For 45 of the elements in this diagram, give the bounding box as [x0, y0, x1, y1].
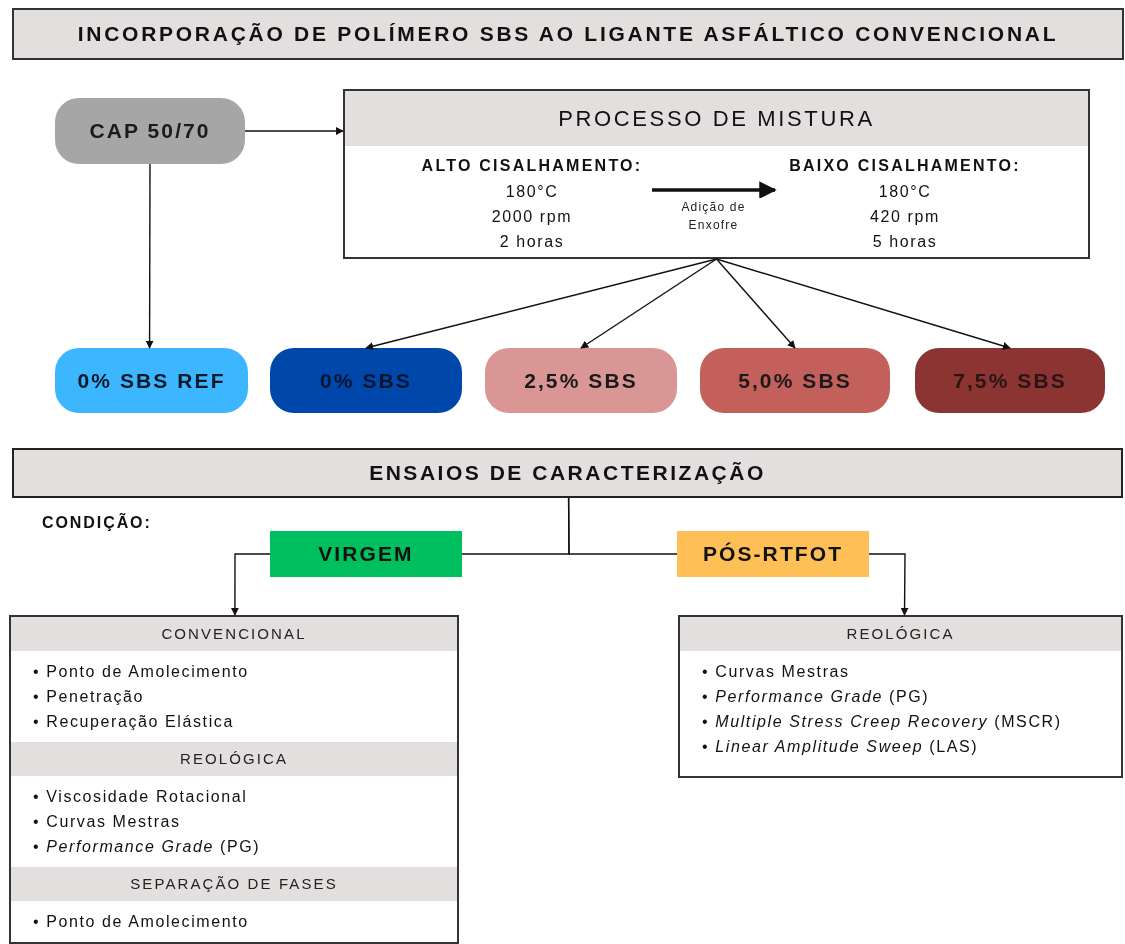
arrow — [652, 181, 777, 199]
section-heading: REOLÓGICA — [11, 742, 457, 776]
list-item: • Viscosidade Rotacional — [33, 787, 249, 807]
list-item: • Performance Grade (PG) — [702, 687, 931, 707]
arrow — [230, 553, 271, 616]
stage-heading: ALTO CISALHAMENTO: — [421, 156, 643, 176]
list-item: • Curvas Mestras — [33, 812, 182, 832]
sample-box: 0% SBS REF — [55, 348, 248, 413]
sample-box: 7,5% SBS — [915, 348, 1105, 413]
material-box: CAP 50/70 — [55, 98, 245, 164]
arrow — [715, 258, 796, 349]
arrow — [580, 258, 718, 349]
stage-parameter: 2 horas — [499, 232, 565, 252]
list-item: • Ponto de Amolecimento — [33, 662, 250, 682]
list-item: • Curvas Mestras — [702, 662, 851, 682]
list-item: • Recuperação Elástica — [33, 712, 235, 732]
stage-parameter: 180°C — [878, 182, 932, 202]
list-item: • Ponto de Amolecimento — [33, 912, 250, 932]
list-item: • Multiple Stress Creep Recovery (MSCR) — [702, 712, 1063, 732]
test-panel — [9, 615, 459, 944]
list-item: • Performance Grade (PG) — [33, 837, 262, 857]
sample-box: 2,5% SBS — [485, 348, 677, 413]
section-banner: ENSAIOS DE CARACTERIZAÇÃO — [12, 448, 1123, 498]
stage-heading: BAIXO CISALHAMENTO: — [789, 156, 1021, 176]
stage-parameter: 420 rpm — [870, 207, 940, 227]
condition-box: VIRGEM — [270, 531, 462, 577]
stage-parameter: 5 horas — [872, 232, 938, 252]
title-banner: INCORPORAÇÃO DE POLÍMERO SBS AO LIGANTE ASFÁLTICO CONVENCIONAL — [12, 8, 1124, 60]
stage-parameter: 180°C — [505, 182, 559, 202]
arrow — [715, 258, 1011, 350]
arrow — [868, 553, 909, 616]
section-heading: REOLÓGICA — [680, 617, 1121, 651]
arrow — [244, 127, 344, 135]
condition-box: PÓS-RTFOT — [677, 531, 869, 577]
list-item: • Penetração — [33, 687, 146, 707]
condition-label: CONDIÇÃO: — [42, 512, 152, 533]
sample-box: 0% SBS — [270, 348, 462, 413]
process-box — [343, 89, 1090, 259]
stage-parameter: 2000 rpm — [491, 207, 573, 227]
sample-box: 5,0% SBS — [700, 348, 890, 413]
section-heading: SEPARAÇÃO DE FASES — [11, 867, 457, 901]
process-heading: PROCESSO DE MISTURA — [345, 91, 1088, 146]
arrow — [145, 163, 154, 349]
list-item: • Linear Amplitude Sweep (LAS) — [702, 737, 980, 757]
section-heading: CONVENCIONAL — [11, 617, 457, 651]
